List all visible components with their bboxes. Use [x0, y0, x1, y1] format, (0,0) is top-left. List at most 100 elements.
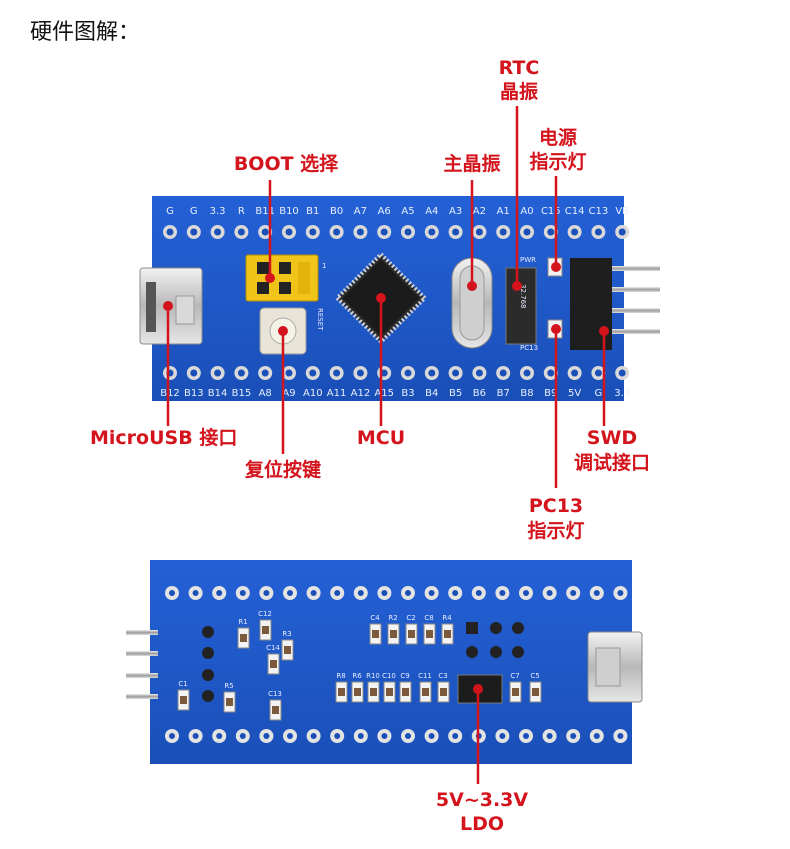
smd-component-body — [408, 630, 415, 638]
label-swd-sub: 调试接口 — [574, 452, 650, 474]
bottom-pin-label: 3.3 — [614, 388, 630, 399]
top-header-holes — [163, 225, 630, 239]
smd-label: R10 — [366, 672, 380, 680]
header-hole-center — [404, 228, 412, 236]
label-pc13: PC13 — [529, 495, 583, 517]
top-pin-label: A2 — [473, 206, 486, 217]
header-hole-center — [499, 228, 507, 236]
smd-component-body — [390, 630, 397, 638]
header-hole-center — [309, 369, 317, 377]
header-hole-center — [166, 228, 174, 236]
smd-component-body — [444, 630, 451, 638]
page-title: 硬件图解： — [30, 20, 141, 45]
back-hole-center — [357, 590, 364, 596]
top-pin-label: B1 — [306, 206, 319, 217]
top-pin-label: A6 — [378, 206, 391, 217]
smd-component-body — [426, 630, 433, 638]
smd-label: C5 — [530, 672, 539, 680]
top-pin-label: B10 — [279, 206, 299, 217]
back-hole-center — [169, 733, 175, 739]
smd-component-body — [402, 688, 409, 696]
smd-label: C13 — [268, 690, 282, 698]
header-hole-center — [475, 228, 483, 236]
smd-component-body — [370, 688, 377, 696]
header-hole-center — [499, 369, 507, 377]
header-hole-center — [285, 228, 293, 236]
header-hole-center — [190, 369, 198, 377]
smd-label: C1 — [178, 680, 187, 688]
back-hole-center — [593, 733, 600, 739]
header-hole-center — [571, 369, 579, 377]
smd-component-body — [532, 688, 539, 696]
smd-component-body — [338, 688, 345, 696]
ldo-chip — [457, 674, 503, 704]
smd-label: C11 — [418, 672, 432, 680]
bottom-pin-label: B4 — [425, 388, 438, 399]
top-pin-label: C15 — [541, 206, 561, 217]
header-hole-center — [309, 228, 317, 236]
rtc-silkscreen: 32.768 — [519, 284, 527, 309]
back-hole-center — [263, 590, 270, 596]
back-hole-center — [287, 590, 293, 596]
pwr-silkscreen: PWR — [520, 256, 536, 264]
top-pin-label: A1 — [497, 206, 510, 217]
back-hole-center — [169, 590, 175, 596]
smd-label: R8 — [336, 672, 345, 680]
top-pin-label: 3.3 — [210, 206, 226, 217]
bottom-pin-label: B9 — [544, 388, 557, 399]
header-hole-center — [523, 228, 531, 236]
label-boot: BOOT 选择 — [234, 153, 339, 175]
rtc-crystal: 32.768 — [505, 267, 537, 345]
smd-label: R5 — [224, 682, 233, 690]
smd-component-body — [270, 660, 277, 668]
top-pin-label: C13 — [589, 206, 609, 217]
bottom-pin-label: B5 — [449, 388, 462, 399]
back-hole-center — [357, 733, 364, 739]
smd-label: C7 — [510, 672, 519, 680]
label-swd: SWD — [587, 427, 637, 449]
back-hole-center — [452, 590, 459, 596]
header-hole-center — [523, 369, 531, 377]
bottom-pin-label: B12 — [160, 388, 180, 399]
top-pin-label: G — [166, 206, 174, 217]
smd-label: C8 — [424, 614, 433, 622]
header-hole-center — [594, 228, 602, 236]
bottom-pin-label: A15 — [374, 388, 394, 399]
back-swd-pins — [126, 626, 214, 702]
back-hole-center — [428, 590, 435, 596]
top-pin-label: VB — [615, 206, 629, 217]
top-pin-label: A0 — [520, 206, 533, 217]
back-hole-center — [405, 590, 411, 596]
header-hole-center — [547, 228, 555, 236]
back-hole-center — [475, 590, 482, 596]
bottom-pin-label: A9 — [282, 388, 295, 399]
back-hole-center — [499, 733, 506, 739]
back-hole-center — [499, 590, 506, 596]
header-hole-center — [356, 228, 364, 236]
header-hole-center — [333, 228, 341, 236]
header-hole-center — [237, 228, 245, 236]
top-pin-label: C14 — [565, 206, 585, 217]
back-hole-center — [287, 733, 293, 739]
bottom-pin-label: B7 — [497, 388, 510, 399]
top-pin-label: B0 — [330, 206, 343, 217]
pc13-silkscreen: PC13 — [520, 344, 538, 352]
header-hole-center — [333, 369, 341, 377]
smd-component-body — [262, 626, 269, 634]
header-hole-center — [237, 369, 245, 377]
smd-label: C9 — [400, 672, 409, 680]
back-test-pads — [466, 622, 524, 658]
label-rtc: RTC — [499, 57, 540, 79]
header-hole-center — [475, 369, 483, 377]
back-hole-center — [523, 590, 529, 596]
smd-component-body — [354, 688, 361, 696]
back-hole-center — [570, 733, 577, 739]
back-hole-center — [192, 590, 199, 596]
bottom-header-holes — [163, 366, 630, 380]
header-hole-center — [452, 369, 460, 377]
header-hole-center — [214, 228, 222, 236]
smd-component-body — [440, 688, 447, 696]
